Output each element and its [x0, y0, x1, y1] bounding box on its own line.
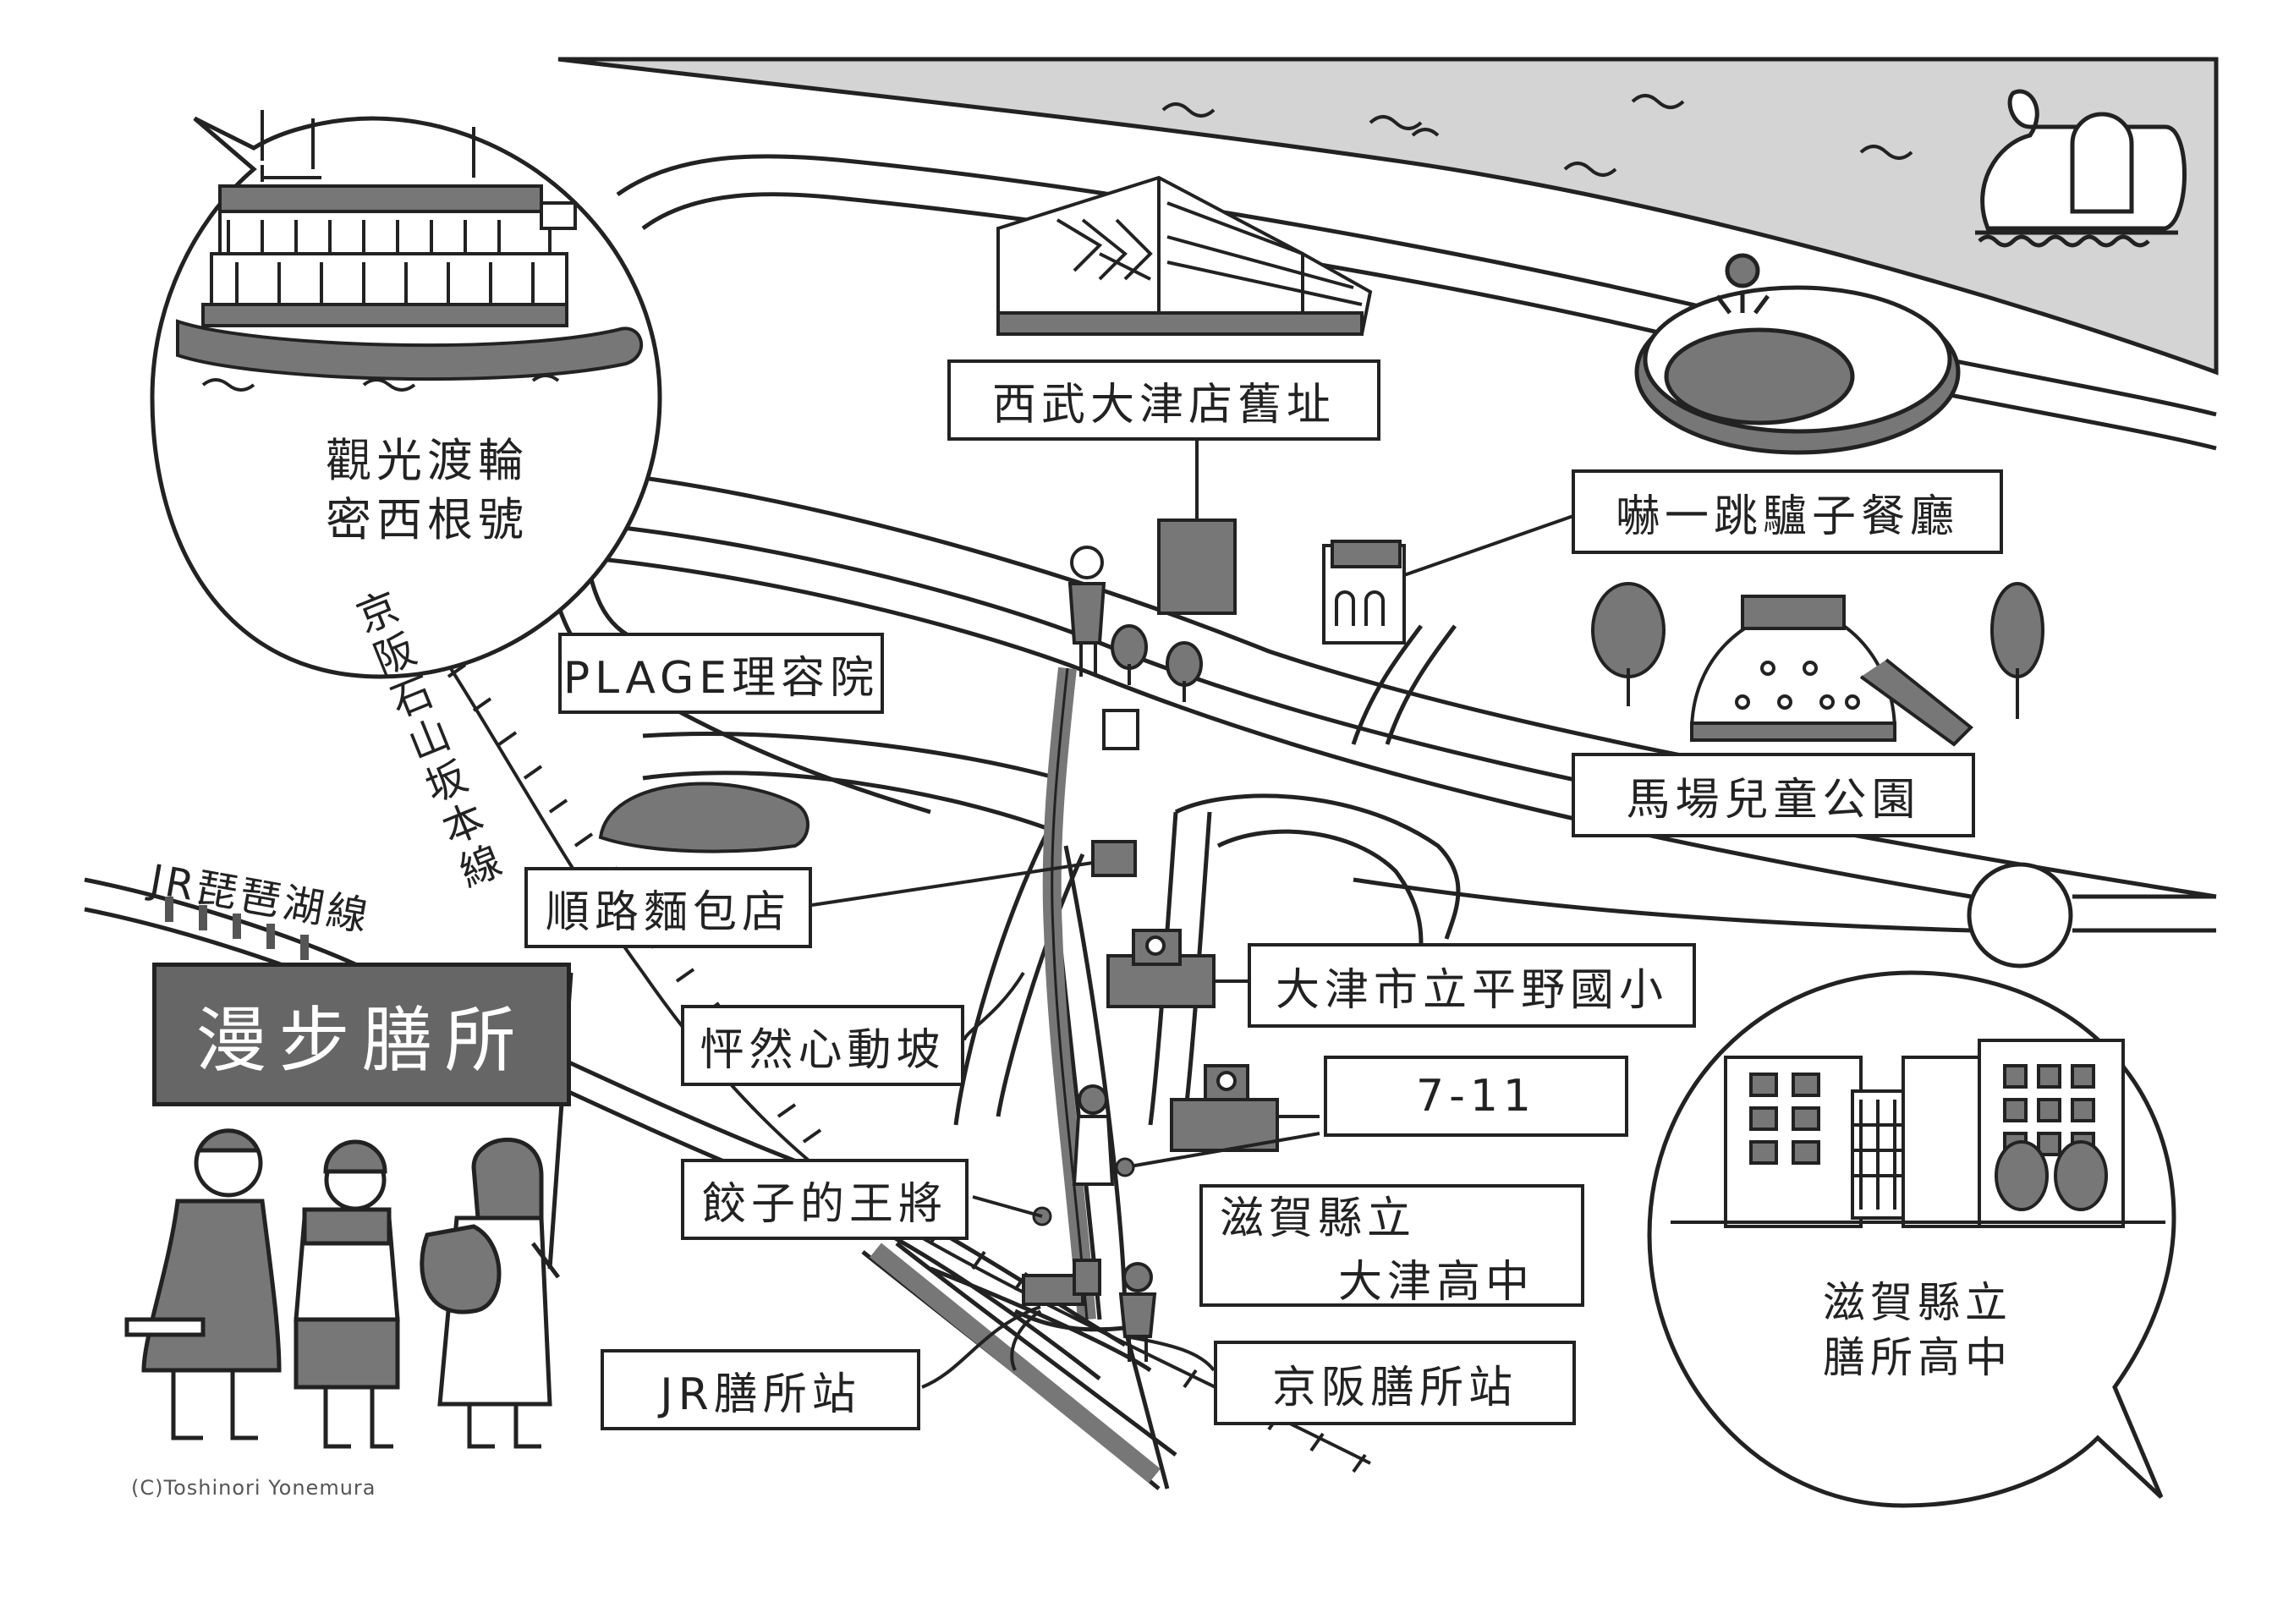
school-callout-line1: 滋賀縣立 — [1823, 1278, 2012, 1327]
ferry-callout-line2: 密西根號 — [326, 493, 529, 546]
credit: (C)Toshinori Yonemura — [131, 1476, 376, 1500]
label-otsu-high: 滋賀縣立 大津高中 — [1199, 1184, 1584, 1308]
label-plage: PLAGE理容院 — [558, 633, 884, 714]
keihan-station-icon — [1073, 1259, 1101, 1296]
ferry-callout — [150, 110, 662, 679]
seibu-site-marker — [1157, 518, 1237, 615]
clock-building-icon — [1106, 929, 1279, 1152]
tree-icon — [1111, 582, 2044, 719]
label-slope: 怦然心動坡 — [681, 1005, 964, 1086]
lake-biwa — [557, 57, 2219, 376]
swan-boat-icon — [1975, 89, 2187, 248]
label-keihan-station: 京阪膳所站 — [1214, 1341, 1576, 1425]
walking-people-icon — [1067, 546, 1157, 1362]
three-walkers-illustration — [124, 1128, 560, 1449]
label-jr-station: JR膳所站 — [601, 1349, 920, 1430]
seibu-building-icon — [996, 175, 1373, 337]
playground-dome-icon — [1689, 595, 1973, 747]
jr-track — [861, 1242, 1177, 1490]
label-elementary: 大津市立平野國小 — [1248, 943, 1696, 1028]
school-building-icon — [1671, 1039, 2165, 1228]
small-building — [1102, 709, 1139, 750]
label-bakery: 順路麵包店 — [524, 867, 812, 948]
label-seven: 7-11 — [1324, 1056, 1628, 1137]
label-otsu-high-line2: 大津高中 — [1338, 1256, 1535, 1308]
school-callout — [1647, 970, 2176, 1508]
wave-icon — [1161, 94, 1913, 177]
label-restaurant: 嚇一跳驢子餐廳 — [1572, 469, 2003, 554]
bread-icon — [598, 782, 809, 853]
train-track-icon — [84, 877, 1127, 1380]
label-seibu: 西武大津店舊址 — [947, 359, 1380, 441]
fountain-icon — [1634, 253, 1961, 455]
ferry-icon — [176, 110, 643, 392]
ferry-callout-line1: 觀光渡輪 — [326, 434, 529, 487]
label-park: 馬場兒童公園 — [1572, 753, 1975, 837]
bakery-marker — [1091, 840, 1137, 877]
school-callout-line2: 膳所高中 — [1823, 1333, 2012, 1382]
roundabout — [1967, 862, 2073, 968]
label-otsu-high-line1: 滋賀縣立 — [1220, 1193, 1417, 1244]
label-gyoza: 餃子的王將 — [681, 1159, 969, 1240]
restaurant-icon — [1322, 540, 1406, 645]
banner-title: 漫步膳所 — [152, 963, 571, 1106]
